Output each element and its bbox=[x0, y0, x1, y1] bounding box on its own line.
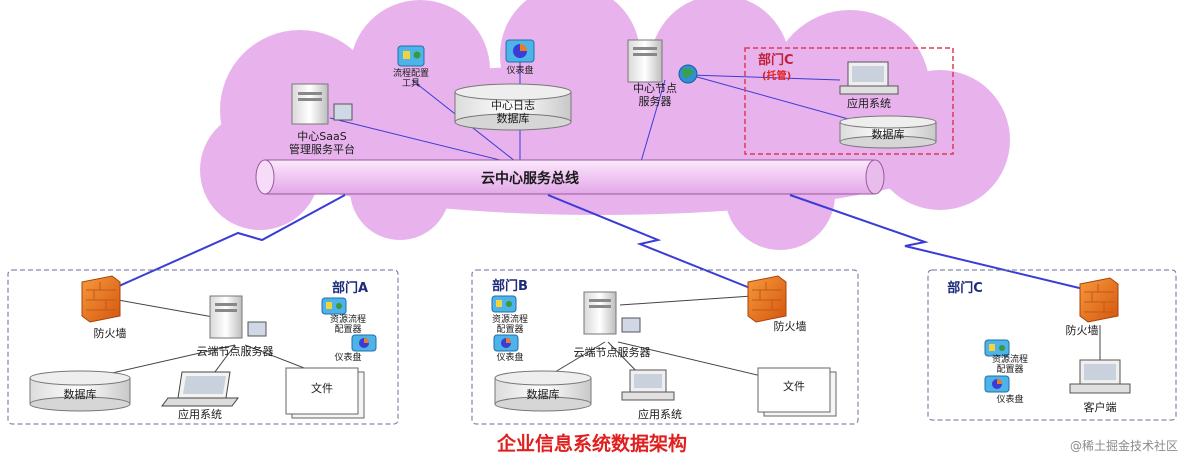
saas-label-2: 管理服务平台 bbox=[289, 142, 355, 156]
center-node-label-1: 中心节点 bbox=[633, 82, 677, 95]
dept-c-firewall-label: 防火墙 bbox=[1066, 323, 1099, 337]
dept-a-box bbox=[7, 269, 399, 425]
saas-server-icon bbox=[291, 83, 353, 125]
dept-a-config-label-1: 资源流程 bbox=[330, 313, 366, 325]
dept-b-config-label-1: 资源流程 bbox=[492, 313, 528, 325]
dept-b-wires bbox=[544, 295, 771, 381]
dept-b-db-label: 数据库 bbox=[527, 387, 560, 401]
center-node-server-icon bbox=[627, 39, 698, 84]
dept-c-client-icon bbox=[1069, 359, 1131, 394]
dept-b-config-icon bbox=[491, 295, 517, 313]
dept-b-file-icon bbox=[757, 367, 837, 417]
flow-config-tool-icon bbox=[397, 45, 425, 67]
dept-c-box bbox=[927, 269, 1177, 421]
dept-a-firewall-icon bbox=[81, 275, 121, 323]
dept-b-firewall-label: 防火墙 bbox=[774, 319, 807, 333]
service-bus-label: 云中心服务总线 bbox=[481, 170, 579, 187]
dept-a-config-label-2: 配置器 bbox=[334, 324, 361, 335]
service-bus bbox=[255, 159, 885, 195]
dept-c-dashboard-icon bbox=[984, 375, 1010, 393]
flow-config-label-1: 流程配置 bbox=[393, 67, 429, 79]
center-node-label-2: 服务器 bbox=[639, 95, 672, 108]
flow-config-label-2: 工具 bbox=[402, 78, 420, 89]
dept-a-server-icon bbox=[209, 295, 267, 339]
watermark: @稀土掘金技术社区 bbox=[1070, 438, 1178, 453]
dept-b-title: 部门B bbox=[492, 278, 528, 294]
dept-b-server-label: 云端节点服务器 bbox=[574, 346, 651, 359]
dept-c-dashboard-label: 仪表盘 bbox=[996, 393, 1023, 405]
dept-a-title: 部门A bbox=[332, 280, 368, 296]
log-db-label-2: 数据库 bbox=[497, 111, 530, 125]
dept-a-file-label: 文件 bbox=[311, 381, 333, 395]
dept-c-client-label: 客户端 bbox=[1084, 400, 1117, 414]
dept-a-file-icon bbox=[285, 367, 365, 419]
hosted-db-label: 数据库 bbox=[872, 127, 905, 141]
dept-c-firewall-icon bbox=[1079, 277, 1119, 323]
dept-b-dashboard-icon bbox=[493, 334, 519, 352]
dept-a-dashboard-label: 仪表盘 bbox=[334, 351, 361, 363]
dept-b-server-icon bbox=[583, 291, 641, 335]
log-db-label-1: 中心日志 bbox=[491, 99, 535, 112]
dept-b-app-label: 应用系统 bbox=[638, 407, 682, 421]
hosted-database-icon bbox=[839, 115, 937, 149]
dept-b-config-label-2: 配置器 bbox=[496, 324, 523, 335]
dept-a-config-icon bbox=[321, 297, 347, 315]
dept-b-dashboard-label: 仪表盘 bbox=[496, 351, 523, 363]
dept-c-config-label-1: 资源流程 bbox=[992, 353, 1028, 365]
dept-c-hosted-box bbox=[744, 47, 954, 155]
dept-b-box bbox=[471, 269, 859, 425]
dept-a-server-label: 云端节点服务器 bbox=[197, 345, 274, 358]
hosted-app-label: 应用系统 bbox=[847, 96, 891, 110]
dept-b-computer-icon bbox=[621, 369, 675, 401]
dept-b-database-icon bbox=[494, 370, 592, 412]
dept-a-database-icon bbox=[29, 370, 131, 412]
dept-a-laptop-icon bbox=[161, 371, 239, 407]
dept-a-dashboard-icon bbox=[351, 334, 377, 352]
dept-c-hosted-subtitle: (托管) bbox=[762, 69, 791, 82]
dept-c-title: 部门C bbox=[947, 280, 983, 296]
dashboard-label: 仪表盘 bbox=[506, 64, 533, 76]
dept-a-firewall-label: 防火墙 bbox=[94, 326, 127, 340]
wan-links bbox=[109, 194, 1101, 294]
log-database-icon bbox=[454, 83, 572, 131]
dept-c-hosted-title: 部门C bbox=[758, 52, 794, 68]
dashboard-icon bbox=[505, 39, 535, 63]
saas-label-1: 中心SaaS bbox=[297, 130, 346, 143]
dept-b-file-label: 文件 bbox=[783, 379, 805, 393]
dept-c-config-icon bbox=[984, 339, 1010, 357]
dept-a-app-label: 应用系统 bbox=[178, 407, 222, 421]
dept-a-db-label: 数据库 bbox=[64, 387, 97, 401]
hosted-app-computer-icon bbox=[839, 61, 899, 95]
dept-b-firewall-icon bbox=[747, 275, 787, 323]
diagram-title: 企业信息系统数据架构 bbox=[496, 432, 687, 455]
dept-c-config-label-2: 配置器 bbox=[996, 364, 1023, 375]
